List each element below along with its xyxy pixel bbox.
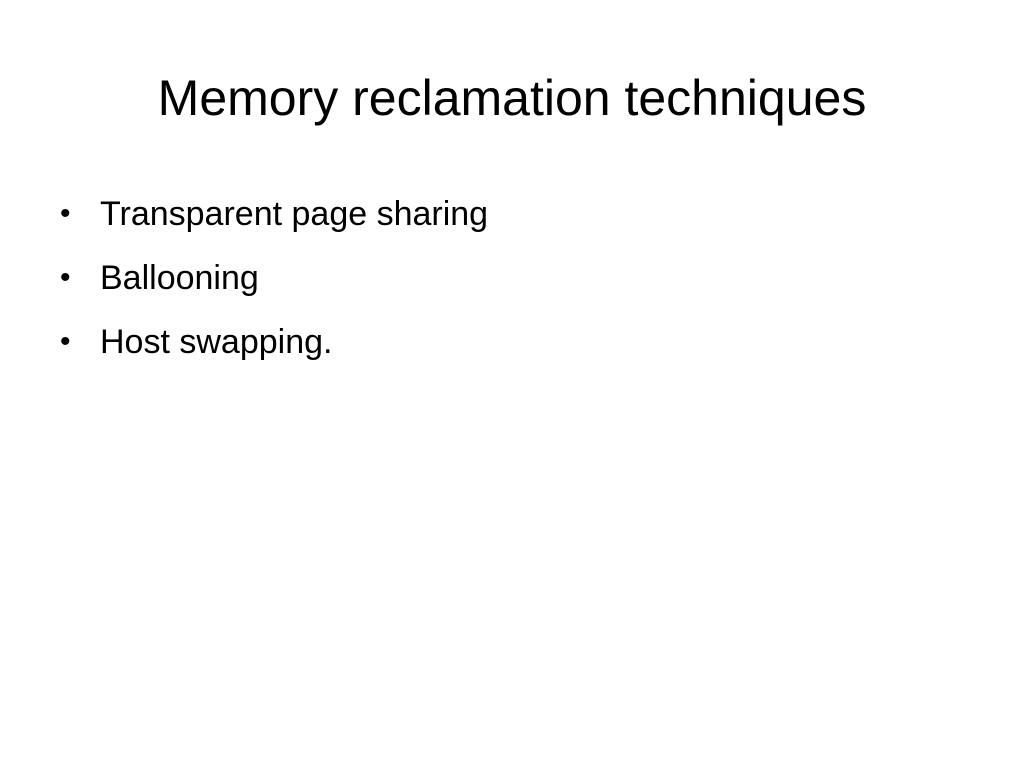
bullet-icon: • [60, 325, 71, 358]
bullet-list: • Transparent page sharing • Ballooning … [56, 182, 956, 374]
list-item: • Transparent page sharing [56, 182, 956, 246]
bullet-icon: • [60, 261, 71, 294]
bullet-icon: • [60, 197, 71, 230]
list-item: • Host swapping. [56, 310, 956, 374]
bullet-text: Transparent page sharing [100, 195, 489, 233]
bullet-text: Ballooning [100, 259, 259, 297]
slide-title: Memory reclamation techniques [157, 70, 867, 126]
list-item: • Ballooning [56, 246, 956, 310]
bullet-text: Host swapping. [100, 323, 333, 361]
